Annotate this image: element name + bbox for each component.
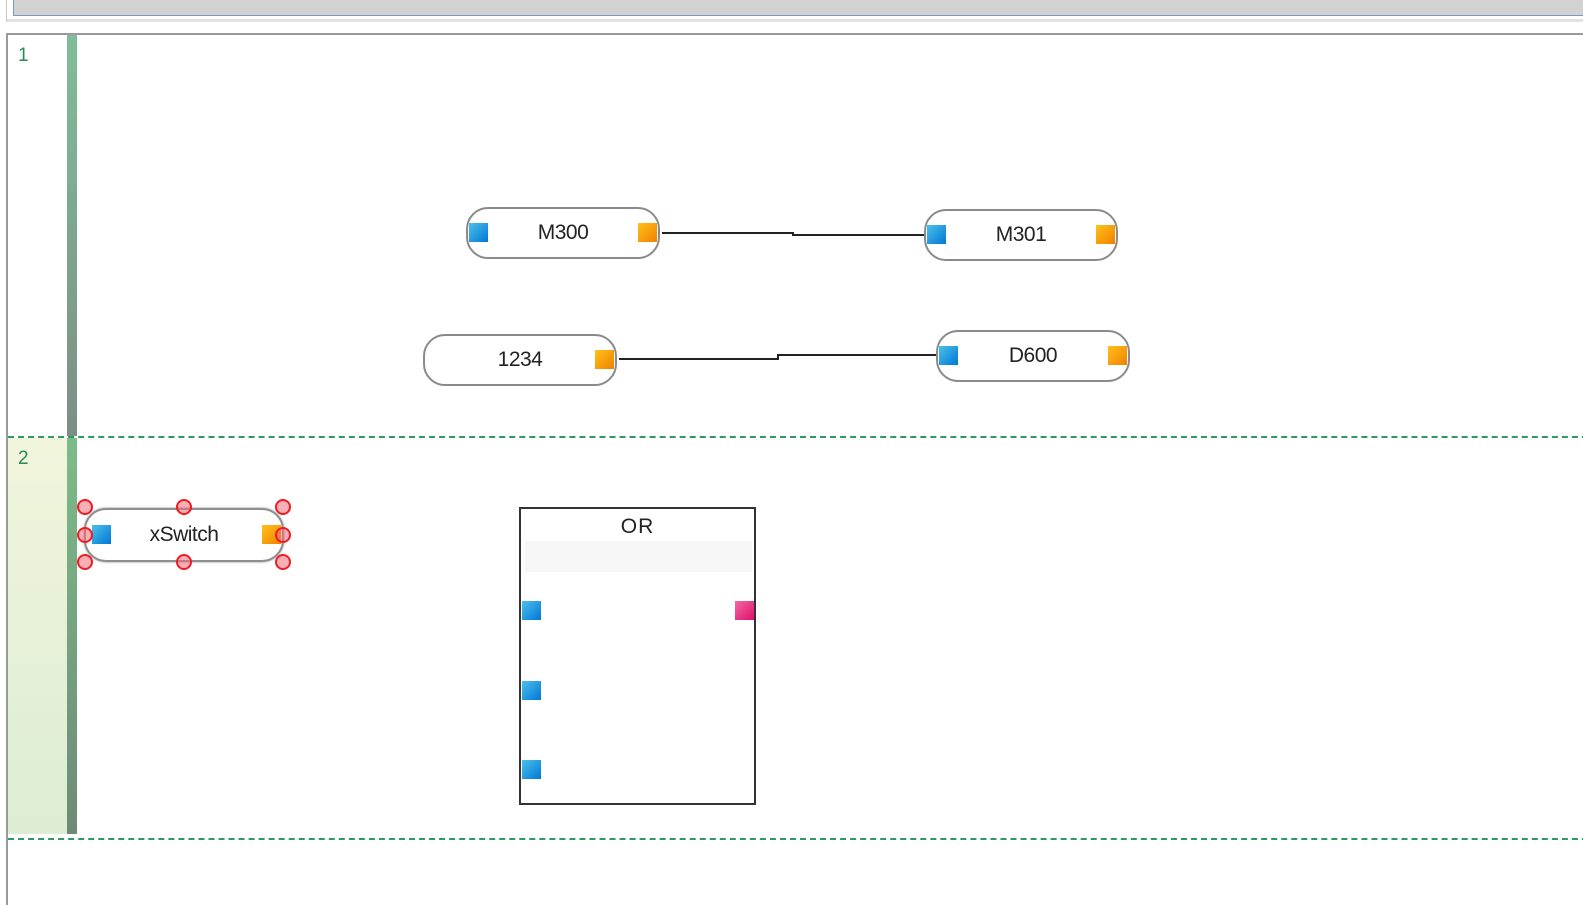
output-port[interactable] — [1096, 225, 1115, 244]
function-block-or[interactable]: OR — [519, 507, 756, 805]
rung-number: 2 — [18, 448, 29, 469]
ladder-editor[interactable]: 1 2 — [6, 33, 1583, 905]
block-input-port-2[interactable] — [522, 681, 541, 700]
block-input-port-1[interactable] — [522, 601, 541, 620]
resize-handle-right[interactable] — [275, 527, 291, 543]
wire-m300-m301[interactable] — [662, 232, 925, 236]
rung-gutter: 2 — [8, 438, 67, 834]
top-toolbar-area — [6, 0, 1583, 22]
block-input-port-3[interactable] — [522, 760, 541, 779]
resize-handle-top[interactable] — [176, 499, 192, 515]
coil-node-m301[interactable]: M301 — [924, 209, 1118, 261]
node-label: xSwitch — [149, 523, 219, 546]
output-port[interactable] — [595, 350, 614, 369]
contact-node-m300[interactable]: M300 — [466, 207, 660, 259]
block-title: OR — [620, 515, 655, 538]
output-port[interactable] — [1108, 346, 1127, 365]
power-rail — [67, 438, 77, 834]
rung-2[interactable]: 2 — [8, 438, 1583, 834]
register-node-d600[interactable]: D600 — [936, 330, 1130, 382]
toolbar-divider — [7, 19, 1583, 22]
resize-handle-bottom[interactable] — [176, 554, 192, 570]
block-header-band — [525, 541, 752, 572]
node-label: 1234 — [497, 348, 543, 371]
input-port[interactable] — [469, 223, 488, 242]
node-label: D600 — [1008, 344, 1058, 367]
output-port[interactable] — [638, 223, 657, 242]
rung-separator — [8, 838, 1583, 840]
resize-handle-bottom-left[interactable] — [77, 554, 93, 570]
power-rail — [67, 35, 77, 436]
constant-node-1234[interactable]: 1234 — [423, 334, 617, 386]
input-port[interactable] — [92, 525, 111, 544]
rung-number: 1 — [18, 45, 29, 66]
input-port[interactable] — [939, 346, 958, 365]
resize-handle-top-right[interactable] — [275, 499, 291, 515]
rung-1[interactable]: 1 — [8, 35, 1583, 436]
wire-1234-d600[interactable] — [619, 354, 937, 360]
block-output-port[interactable] — [735, 601, 754, 620]
rung-separator — [8, 436, 1583, 438]
resize-handle-bottom-right[interactable] — [275, 554, 291, 570]
resize-handle-top-left[interactable] — [77, 499, 93, 515]
resize-handle-left[interactable] — [77, 527, 93, 543]
rung-gutter: 1 — [8, 35, 67, 436]
toolbar-strip — [13, 0, 1583, 16]
node-label: M301 — [995, 223, 1047, 246]
node-label: M300 — [537, 221, 589, 244]
input-port[interactable] — [927, 225, 946, 244]
